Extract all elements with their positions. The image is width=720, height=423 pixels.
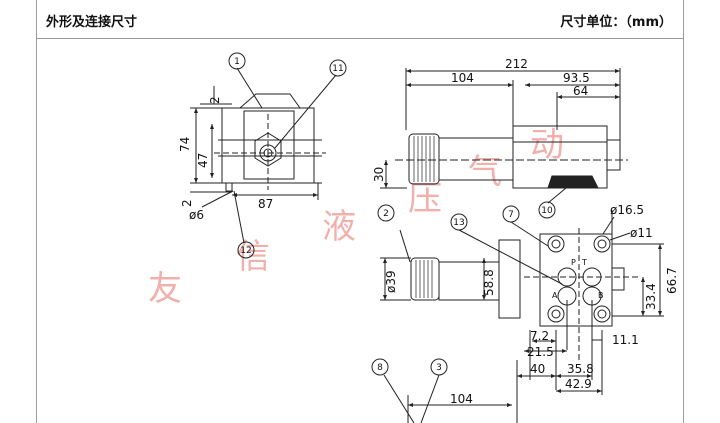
callout-12: 12 [240, 246, 251, 256]
dim-21-5: 21.5 [527, 345, 554, 359]
callout-11: 11 [332, 64, 343, 74]
dim-93-5: 93.5 [563, 71, 590, 85]
callout-1: 1 [234, 57, 240, 67]
dim-87: 87 [258, 197, 273, 211]
callout-2: 2 [383, 209, 389, 219]
dim-40: 40 [530, 362, 545, 376]
watermark-char: 友 [148, 269, 182, 309]
end-view [190, 67, 337, 244]
dim-58-8: 58.8 [482, 269, 496, 296]
dim-phi39: ø39 [384, 270, 398, 293]
watermark-char: 压 [408, 179, 442, 219]
dim-104-top: 104 [451, 71, 474, 85]
watermark: 友 信 液 压 气 动 [148, 125, 564, 309]
header-bar: 外形及连接尺寸 尺寸单位：（mm） [36, 0, 684, 39]
dim-47: 47 [196, 153, 210, 168]
callout-3: 3 [436, 363, 442, 373]
dim-2-bottom: 2 [180, 199, 194, 207]
dim-74: 74 [178, 137, 192, 152]
dim-33-4: 33.4 [644, 283, 658, 310]
dim-11-1: 11.1 [612, 333, 639, 347]
callout-13: 13 [453, 218, 464, 228]
watermark-char: 动 [530, 125, 564, 165]
port-p-label: P [571, 258, 576, 267]
dim-7-2: 7.2 [530, 329, 549, 343]
dim-212: 212 [505, 57, 528, 71]
watermark-char: 液 [322, 207, 356, 247]
drawing-frame [36, 0, 684, 423]
dim-2-top: 2 [208, 96, 222, 104]
watermark-char: 信 [236, 237, 270, 277]
dim-phi16-5: ø16.5 [610, 203, 644, 217]
callout-10: 10 [541, 206, 553, 216]
dim-35-8: 35.8 [567, 362, 594, 376]
side-view [380, 68, 628, 204]
callout-8: 8 [377, 363, 383, 373]
dim-phi11: ø11 [630, 226, 653, 240]
dim-104-bottom: 104 [450, 392, 473, 406]
section-title: 外形及连接尺寸 [46, 15, 138, 30]
port-b-label: B [598, 291, 604, 300]
port-a-label: A [552, 291, 558, 300]
dim-64: 64 [573, 84, 588, 98]
dim-66-7: 66.7 [665, 267, 679, 294]
unit-label: 尺寸单位：（mm） [560, 15, 672, 30]
port-t-label: T [581, 258, 587, 267]
callout-circles [228, 52, 556, 376]
dim-42-9: 42.9 [565, 377, 592, 391]
callout-7: 7 [508, 210, 514, 220]
front-view [380, 210, 664, 423]
dim-phi6: ø6 [189, 208, 204, 222]
dim-30: 30 [372, 167, 386, 182]
watermark-char: 气 [468, 152, 502, 192]
